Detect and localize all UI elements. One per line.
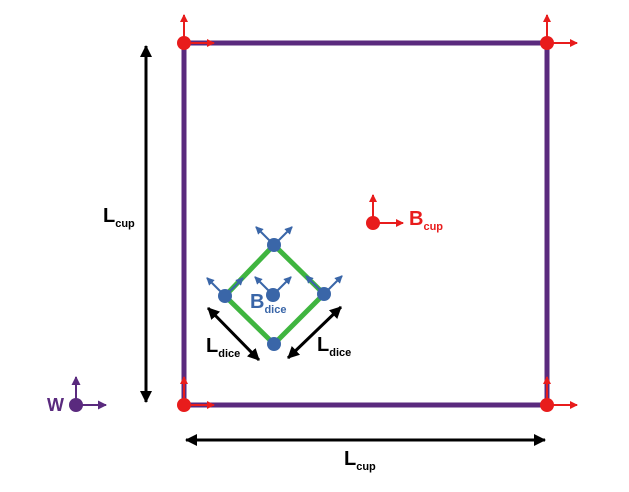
- dice-corner-frame-top: [255, 226, 293, 252]
- world-frame-label: W: [47, 395, 64, 415]
- cup-length-horizontal-label: Lcup: [344, 448, 376, 473]
- dice-length-right-label: Ldice: [317, 334, 352, 359]
- world-frame: [69, 376, 107, 412]
- dice-length-left-arrow: [206, 306, 261, 362]
- cup-corner-frame-top-left: [177, 14, 215, 50]
- dice-corner-frame-left: [206, 277, 244, 303]
- dice-corner-frame-right: [305, 275, 343, 301]
- dice-length-left-label: Ldice: [206, 335, 241, 360]
- cup-length-vertical-label: Lcup: [103, 205, 135, 230]
- dice-frame-label: Bdice: [250, 291, 287, 316]
- cup-corner-frame-top-right: [540, 14, 578, 50]
- dice-length-right-arrow: [286, 305, 343, 360]
- cup-outline: [181, 40, 550, 408]
- cup-body-frame: [366, 194, 404, 230]
- cup-frame-label: Bcup: [409, 208, 444, 233]
- dice-body-frame: [254, 276, 292, 302]
- cup-corner-frame-bottom-right: [540, 376, 578, 412]
- dice-corner-frame-bottom: [267, 337, 281, 351]
- cup-corner-frame-bottom-left: [177, 376, 215, 412]
